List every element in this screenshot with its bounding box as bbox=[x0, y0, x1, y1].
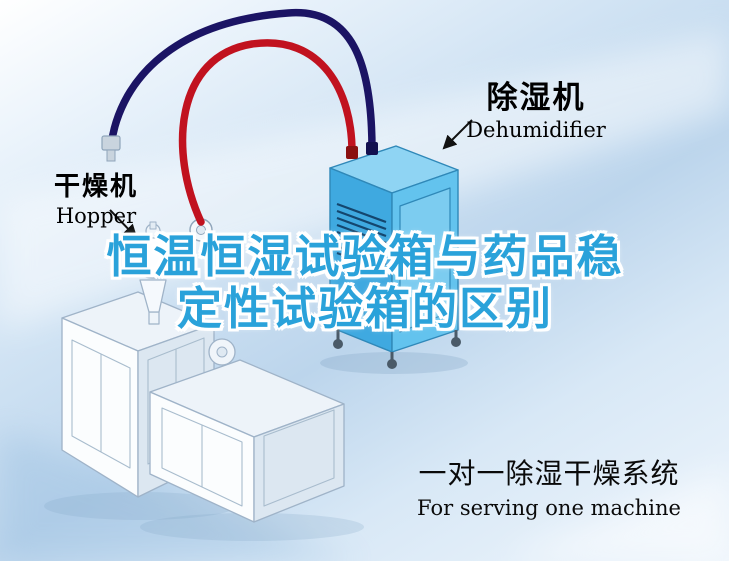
dehumidifier-label: 除湿机 Dehumidifier bbox=[448, 72, 624, 142]
page-title: 恒温恒湿试验箱与药品稳 定性试验箱的区别 bbox=[28, 230, 702, 336]
arrow-to-dehumidifier-icon bbox=[442, 119, 473, 150]
hopper-label: 干燥机 Hopper bbox=[38, 166, 154, 228]
hose-fittings bbox=[101, 135, 378, 162]
pointer-arrows bbox=[109, 119, 473, 239]
hopper-label-cn: 干燥机 bbox=[53, 172, 138, 202]
page-title-line1: 恒温恒湿试验箱与药品稳 bbox=[106, 230, 624, 283]
dehumidifier-label-en: Dehumidifier bbox=[466, 118, 606, 142]
hopper-graphic bbox=[130, 218, 213, 325]
hopper-label-en: Hopper bbox=[55, 204, 137, 228]
red-hose bbox=[178, 39, 356, 226]
dehumidifier-graphic bbox=[329, 145, 461, 369]
blue-hose bbox=[107, 9, 376, 154]
vent-grille bbox=[336, 202, 387, 273]
page-title-line2: 定性试验箱的区别 bbox=[176, 282, 553, 336]
shadows bbox=[44, 352, 468, 541]
dehumidifier-label-cn: 除湿机 bbox=[486, 80, 586, 116]
arrow-to-hopper-icon bbox=[109, 209, 138, 239]
hoses bbox=[107, 9, 376, 226]
extruder-machine-graphic bbox=[61, 218, 345, 523]
system-caption-cn: 一对一除湿干燥系统 bbox=[418, 457, 680, 490]
system-caption: 一对一除湿干燥系统 For serving one machine bbox=[398, 452, 700, 520]
casters bbox=[333, 328, 461, 369]
system-caption-en: For serving one machine bbox=[417, 496, 681, 520]
